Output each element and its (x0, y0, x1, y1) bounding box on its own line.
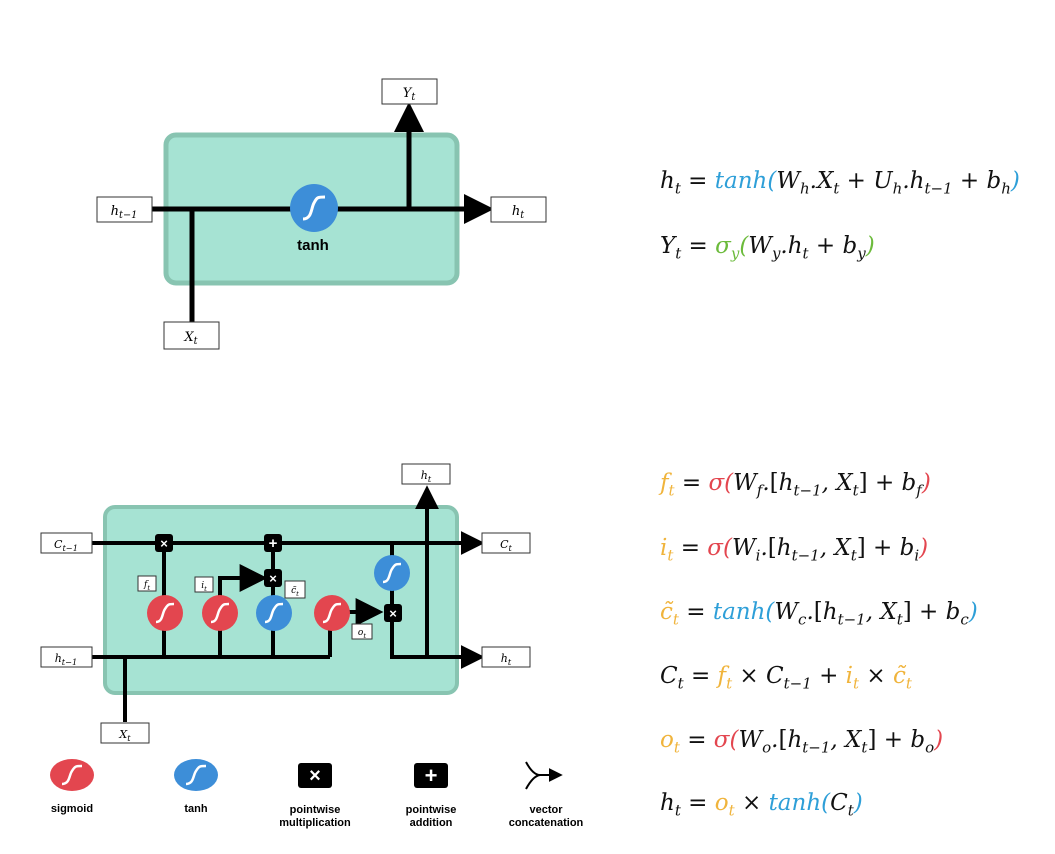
eq-output: ot = σ(Wo.[ht−1, Xt] + bo) (660, 727, 944, 757)
legend-tanh: tanh (174, 759, 218, 815)
eq-input: it = σ(Wi.[ht−1, Xt] + bi) (660, 535, 929, 565)
rnn-input-label: Xt (183, 330, 197, 347)
rnn-y-label: Yt (403, 86, 416, 103)
eq-forget: ft = σ(Wf.[ht−1, Xt] + bf) (660, 470, 931, 500)
eq-cell: Ct = ft × Ct−1 + it × c̃t (660, 663, 912, 693)
lstm-h-out-line (390, 614, 485, 669)
eq-rnn-h: ht = tanh(Wh.Xt + Uh.ht−1 + bh) (660, 168, 1020, 198)
lstm-h-prev-label: ht−1 (55, 652, 78, 667)
eq-candidate: c̃t = tanh(Wc.[ht−1, Xt] + bc) (660, 599, 978, 629)
lstm-output-multiply: × (384, 604, 402, 622)
lstm-forget-sigmoid (147, 595, 183, 631)
rnn-activation-label: tanh (297, 237, 329, 254)
svg-text:+: + (425, 763, 438, 788)
legend-sigmoid-label: sigmoid (51, 803, 93, 815)
lstm-h-out-label: ht (501, 652, 512, 667)
rnn-out-label: ht (512, 204, 524, 221)
lstm-ct-tilde-label: c̃t (291, 585, 299, 598)
lstm-x-label: Xt (118, 728, 131, 743)
lstm-c-prev-label: Ct−1 (54, 538, 78, 553)
lstm-ot-label: ot (358, 628, 366, 640)
lstm-ft-label: ft (143, 580, 150, 592)
lstm-output-sigmoid (314, 595, 350, 631)
lstm-input-sigmoid (202, 595, 238, 631)
eq-rnn-y: Yt = σy(Wy.ht + by) (660, 233, 875, 263)
svg-text:×: × (389, 606, 397, 621)
lstm-cell: × + × × ft it c̃t ot Ct−1 Ct ht−1 ht (40, 463, 531, 744)
rnn-cell: tanh ht−1 ht Yt Xt (96, 78, 547, 350)
svg-text:×: × (160, 536, 168, 551)
lstm-c-out-label: Ct (500, 538, 512, 553)
rnn-prev-label: ht−1 (111, 204, 138, 221)
svg-text:×: × (269, 571, 277, 586)
lstm-forget-multiply: × (155, 534, 173, 552)
svg-text:×: × (309, 765, 321, 787)
rnn-tanh-node (290, 184, 338, 232)
lstm-h-top-label: ht (421, 469, 432, 484)
lstm-cell-tanh (374, 555, 410, 591)
rnn-tanh-icon (302, 195, 326, 221)
lstm-cell-add: + (264, 534, 282, 552)
eq-hidden: ht = ot × tanh(Ct) (660, 790, 863, 820)
lstm-input-multiply: × (264, 569, 282, 587)
lstm-candidate-tanh (256, 595, 292, 631)
lstm-it-label: it (201, 581, 207, 593)
svg-text:+: + (269, 535, 278, 552)
legend-sigmoid: sigmoid (50, 759, 94, 815)
legend-tanh-label: tanh (184, 803, 208, 815)
